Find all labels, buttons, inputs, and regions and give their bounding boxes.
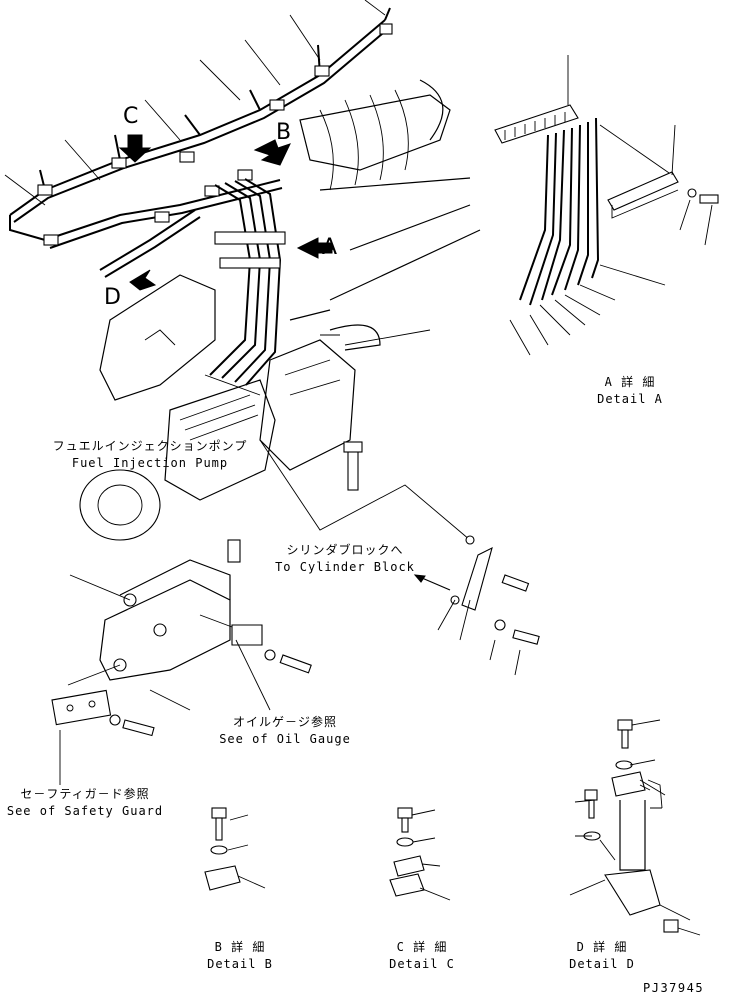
callout-d: D bbox=[104, 285, 121, 310]
detail-a-drawing bbox=[494, 55, 719, 356]
callout-arrows bbox=[118, 134, 333, 291]
label-cylinder-block-jp: シリンダブロックへ bbox=[286, 543, 404, 557]
cylinder-block-strap bbox=[413, 535, 540, 676]
label-safety-guard-en: See of Safety Guard bbox=[6, 804, 164, 818]
callout-b: B bbox=[276, 120, 292, 145]
engine-outline bbox=[299, 79, 481, 301]
label-cylinder-block-en: To Cylinder Block bbox=[275, 560, 415, 574]
label-safety-guard-jp: セ－フティガ－ド参照 bbox=[20, 787, 150, 801]
detail-d-drawing bbox=[569, 719, 701, 936]
detail-d-title-jp: D 詳 細 bbox=[576, 940, 628, 954]
safety-guard-plate bbox=[51, 689, 191, 785]
detail-c-title-en: Detail C bbox=[389, 957, 455, 971]
label-fuel-injection-pump-jp: フュエルインジェクションポンプ bbox=[52, 439, 248, 453]
leader-lines-top bbox=[4, 0, 386, 206]
callout-a: A bbox=[322, 235, 338, 260]
detail-a-title-en: Detail A bbox=[597, 392, 663, 406]
detail-c-title-jp: C 詳 細 bbox=[396, 940, 448, 954]
drawing-number: PJ37945 bbox=[643, 981, 705, 995]
label-oil-gauge-en: See of Oil Gauge bbox=[219, 732, 351, 746]
callout-c: C bbox=[123, 104, 139, 129]
injection-lines-top bbox=[9, 7, 393, 278]
detail-b-drawing bbox=[204, 807, 266, 891]
detail-b-title-en: Detail B bbox=[207, 957, 273, 971]
label-oil-gauge-jp: オイルゲ－ジ参照 bbox=[232, 715, 337, 729]
pump-bolt bbox=[259, 439, 471, 541]
detail-d-title-en: Detail D bbox=[569, 957, 635, 971]
injection-pipes-bundle bbox=[204, 178, 286, 396]
detail-b-title-jp: B 詳 細 bbox=[214, 940, 266, 954]
label-fuel-injection-pump-en: Fuel Injection Pump bbox=[71, 456, 229, 470]
detail-c-drawing bbox=[389, 807, 451, 901]
pump-bracket bbox=[67, 539, 241, 686]
fuel-injection-pump bbox=[79, 274, 431, 541]
detail-a-title-jp: A 詳 細 bbox=[604, 375, 656, 389]
small-bracket bbox=[231, 624, 312, 711]
